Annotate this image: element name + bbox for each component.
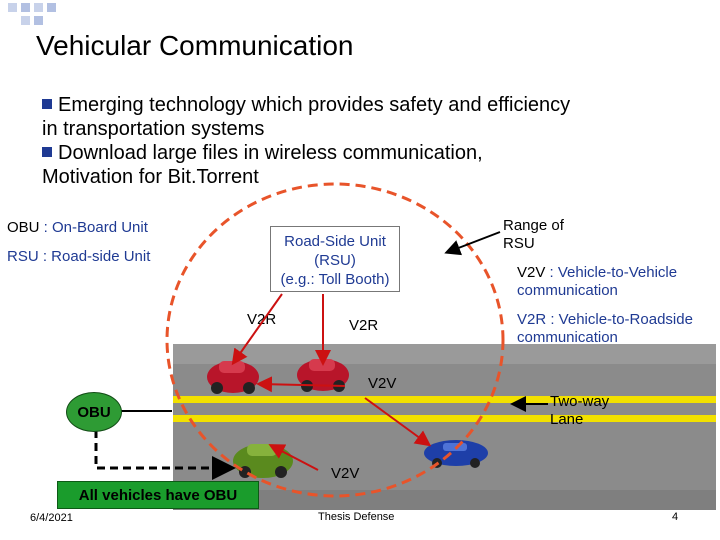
legend-obu: OBU : On-Board Unit (7, 219, 148, 236)
red-car-icon (207, 361, 259, 394)
rsu-line3: (e.g.: Toll Booth) (280, 271, 390, 288)
bullet-item: Emerging technology which provides safet… (42, 93, 702, 117)
bullet-list: Emerging technology which provides safet… (42, 93, 702, 189)
range-label-line1: Range of (503, 217, 564, 234)
bullet-text: Emerging technology which provides safet… (58, 94, 571, 116)
v2r-def-line2: communication (517, 329, 618, 346)
two-way-line1: Two-way (550, 393, 610, 410)
v2r-def-text: V2R : Vehicle-to-Roadside (517, 311, 693, 328)
two-way-lane-label: Two-way Lane (550, 393, 609, 429)
range-label: Range of RSU (503, 217, 564, 253)
range-label-line2: RSU (503, 235, 535, 252)
v2v-def-abbr: V2V (517, 264, 546, 281)
all-vehicles-obu-box: All vehicles have OBU (57, 481, 259, 509)
range-pointer-arrow (444, 231, 501, 256)
footer-title: Thesis Defense (318, 511, 395, 523)
legend-obu-def: : On-Board Unit (39, 219, 148, 236)
v2v-def-line2: communication (517, 282, 618, 299)
v2v-label-top: V2V (368, 375, 397, 392)
bullet-text: Download large files in wireless communi… (58, 142, 483, 164)
blue-car-icon (424, 440, 488, 468)
corner-decoration (8, 3, 56, 25)
bullet-square-icon (42, 99, 52, 109)
green-car-icon (233, 444, 293, 478)
footer-page-number: 4 (672, 511, 679, 523)
v2r-label-left: V2R (247, 311, 277, 328)
v2r-definition: V2R : Vehicle-to-Roadside communication (517, 311, 693, 347)
two-way-line2: Lane (550, 411, 584, 428)
bullet-text-cont: in transportation systems (42, 118, 265, 140)
footer-date: 6/4/2021 (30, 512, 73, 524)
legend-rsu: RSU : Road-side Unit (7, 248, 151, 265)
rsu-line2: (RSU) (314, 252, 356, 269)
bullet-item: Download large files in wireless communi… (42, 141, 702, 165)
rsu-line1: Road-Side Unit (284, 233, 386, 250)
rsu-box: Road-Side Unit (RSU) (e.g.: Toll Booth) (270, 226, 400, 292)
red-car-icon (297, 359, 349, 392)
bullet-text-cont: Motivation for Bit.Torrent (42, 166, 259, 188)
legend-obu-abbr: OBU (7, 219, 40, 236)
slide-title: Vehicular Communication (36, 30, 354, 61)
bullet-square-icon (42, 147, 52, 157)
v2v-definition: V2V : Vehicle-to-Vehicle communication (517, 264, 677, 300)
obu-badge: OBU (66, 392, 122, 432)
v2v-def-text: : Vehicle-to-Vehicle (545, 264, 678, 281)
v2r-label-right: V2R (349, 317, 379, 334)
v2v-label-bottom: V2V (331, 465, 360, 482)
